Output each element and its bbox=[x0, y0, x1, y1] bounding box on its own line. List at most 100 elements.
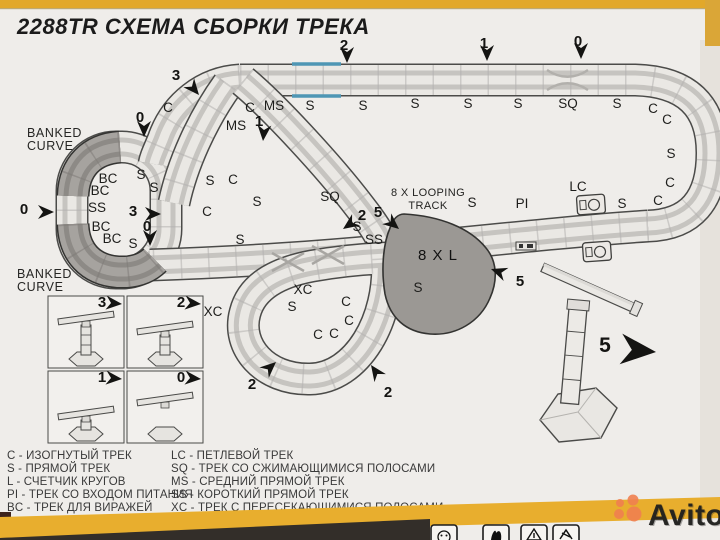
looping-block-shape bbox=[382, 213, 496, 335]
warning-symbol-icon bbox=[482, 524, 510, 540]
pillar-column bbox=[80, 324, 92, 356]
step-number: 5 bbox=[374, 204, 382, 221]
track-segment-label: C bbox=[329, 326, 339, 341]
track-segment-label: SQ bbox=[320, 189, 340, 204]
arrowhead-icon bbox=[145, 207, 161, 221]
track-segment-label: C bbox=[163, 100, 173, 115]
track-segment-label: S bbox=[305, 98, 314, 113]
legend-entry: SS - КОРОТКИЙ ПРЯМОЙ ТРЕК bbox=[171, 488, 349, 501]
assembly-step-arrow: 1 bbox=[480, 35, 494, 61]
track-segment-label: BC bbox=[103, 231, 122, 246]
looping-note-line2: TRACK bbox=[408, 200, 448, 212]
assembly-step-arrow: 5 bbox=[374, 204, 399, 229]
banked-curve-caption-bottom: BANKED CURVE bbox=[17, 267, 72, 294]
arrowhead-icon bbox=[137, 121, 151, 137]
step-number: 1 bbox=[98, 369, 106, 386]
track-segment-label: C bbox=[228, 172, 238, 187]
legend-entry: PI - ТРЕК СО ВХОДОМ ПИТАНИЯ bbox=[7, 489, 193, 501]
track-segment-label: C bbox=[653, 193, 663, 208]
track-holder-bar bbox=[540, 262, 644, 318]
step-number: 2 bbox=[340, 37, 348, 54]
track-segment-label: C bbox=[341, 294, 351, 309]
assembly-step-arrow: 2 bbox=[371, 365, 392, 401]
arrowhead-icon bbox=[38, 205, 54, 219]
assembly-step-arrow: 1 bbox=[98, 369, 122, 386]
assembly-step-arrow: 0 bbox=[143, 218, 157, 246]
track-segment-label: S bbox=[513, 96, 522, 111]
step-number: 0 bbox=[574, 33, 582, 50]
step-number: 2 bbox=[358, 207, 366, 224]
support-height-boxes: 3 2 1 0 bbox=[47, 294, 204, 444]
squeeze-lanes-motif bbox=[546, 68, 589, 78]
looping-track-block: 8 X L 8 X LOOPING TRACK bbox=[382, 187, 496, 335]
track-holder-bar bbox=[57, 405, 115, 421]
banked-line2: CURVE bbox=[17, 280, 64, 294]
track-segment-label: S bbox=[666, 146, 675, 161]
track-segment-label: PI bbox=[516, 196, 529, 211]
track-holder-bar bbox=[57, 310, 115, 326]
watermark: Avito Avito bbox=[614, 494, 720, 533]
legend-entry: S - ПРЯМОЙ ТРЕК bbox=[7, 462, 110, 475]
track-segment-label: XC bbox=[294, 282, 313, 297]
arrowhead-icon bbox=[619, 333, 656, 365]
track-segment-label: S bbox=[205, 173, 214, 188]
arrowhead-icon bbox=[105, 295, 122, 310]
track-segment-label: S bbox=[128, 236, 137, 251]
pillar-base bbox=[539, 387, 618, 443]
assembly-step-arrow: 2 bbox=[177, 294, 201, 311]
track-segment-label: S bbox=[149, 180, 158, 195]
top-straight-and-right-loop-track bbox=[240, 63, 720, 243]
track-segment-label: S bbox=[463, 96, 472, 111]
warning-icons-row bbox=[430, 524, 580, 540]
track-motifs bbox=[271, 62, 589, 273]
step-number: 0 bbox=[177, 369, 185, 386]
track-segment-label: SQ bbox=[558, 96, 578, 111]
teardrop-loop-track bbox=[226, 240, 404, 396]
track-holder-bar bbox=[136, 320, 194, 336]
arrowhead-icon bbox=[480, 45, 494, 61]
assembly-step-arrow: 3 bbox=[98, 294, 122, 311]
track-segment-label: C bbox=[648, 101, 658, 116]
assembly-step-arrow: 1 bbox=[255, 113, 272, 141]
track-segment-label: MS bbox=[226, 118, 246, 133]
step-number: 1 bbox=[255, 113, 263, 130]
squeeze-lanes-motif bbox=[546, 82, 589, 92]
pillar-column bbox=[559, 298, 591, 406]
pillar-base bbox=[147, 426, 183, 442]
track-segment-label: C bbox=[665, 175, 675, 190]
watermark-dot-icon bbox=[614, 509, 624, 519]
legend-entry: LC - ПЕТЛЕВОЙ ТРЕК bbox=[171, 449, 293, 462]
top-yellow-strip bbox=[0, 0, 720, 8]
assembly-step-arrow: 0 bbox=[177, 369, 201, 386]
track-devices bbox=[515, 193, 613, 263]
track-segment-label: XC bbox=[204, 304, 223, 319]
assembly-step-arrow: 2 bbox=[343, 207, 366, 229]
track-segment-label: SS bbox=[365, 232, 383, 247]
banked-curve-caption-top: BANKED CURVE bbox=[27, 126, 81, 153]
banked-line1: BANKED bbox=[17, 267, 72, 281]
track-segment-label: S bbox=[612, 96, 621, 111]
watermark-text-shadow: Avito bbox=[649, 500, 720, 533]
track-holder-bar bbox=[136, 391, 194, 407]
track-segment-label: C bbox=[245, 100, 255, 115]
track-segment-label: LC bbox=[569, 179, 587, 194]
assembly-step-arrow: 3 bbox=[129, 203, 161, 221]
warning-symbol-icon bbox=[430, 524, 458, 540]
watermark-dot-icon bbox=[626, 506, 642, 522]
corner-yellow bbox=[705, 0, 720, 46]
lap-counter-device bbox=[575, 193, 607, 216]
arrowhead-icon bbox=[105, 370, 122, 385]
arrowhead-icon bbox=[184, 370, 201, 385]
legend-entry: C - ИЗОГНУТЫЙ ТРЕК bbox=[7, 449, 132, 462]
assembly-step-arrow: 0 bbox=[574, 33, 588, 59]
step-number: 2 bbox=[384, 384, 392, 401]
arrowhead-icon bbox=[343, 214, 361, 229]
big-support-pillar: 5 bbox=[539, 262, 656, 443]
arrowhead-icon bbox=[574, 43, 588, 59]
watermark-dot-icon bbox=[616, 499, 624, 507]
top-strip-shadow bbox=[0, 8, 720, 10]
support-box: 3 bbox=[47, 294, 125, 369]
assembly-step-arrow: 5 bbox=[491, 267, 524, 290]
